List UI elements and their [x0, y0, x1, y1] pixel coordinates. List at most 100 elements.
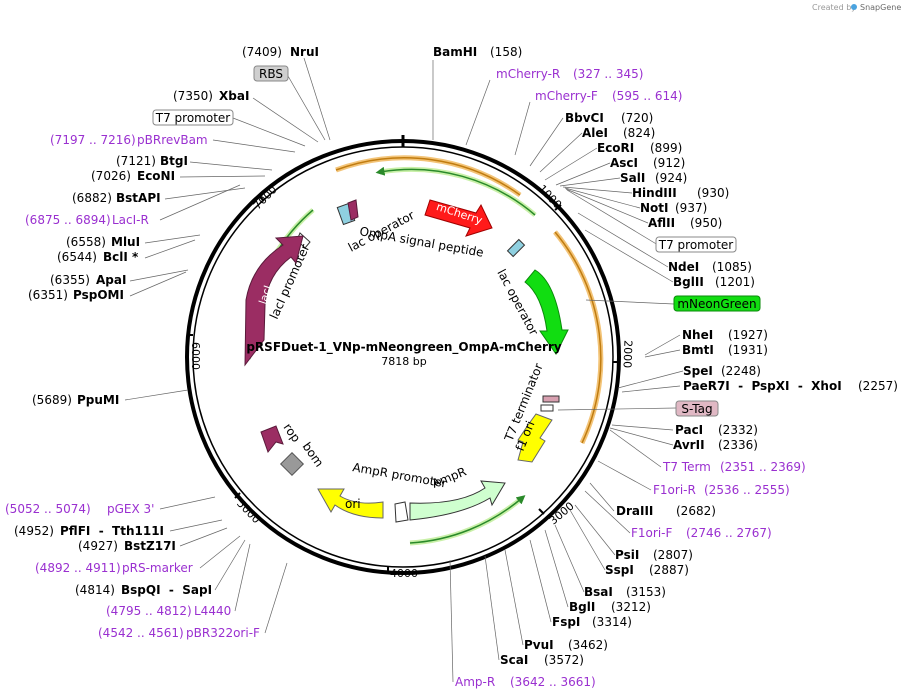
lbl-laci-r-pos: (6875 .. 6894) [25, 213, 111, 227]
rbs-box [253, 65, 289, 82]
lbl-paer7i: PaeR7I - PspXI - XhoI [683, 379, 842, 393]
lbl-pvui: PvuI [524, 638, 554, 652]
lbl-bstapi: BstAPI [116, 191, 161, 205]
lbl-t7-term-pos: (2351 .. 2369) [720, 460, 806, 474]
lbl-mcherry-f: mCherry-F [535, 89, 598, 103]
lbl-hindiii-pos: (930) [697, 186, 729, 200]
left-labels: (7409) NruI RBS (7350) XbaI T7 promoter … [5, 45, 319, 640]
lbl-nhei-pos: (1927) [728, 328, 768, 342]
lbl-spei-pos: (2248) [721, 364, 761, 378]
lbl-bgli: BglI [569, 600, 595, 614]
lbl-prs-marker-pos: (4892 .. 4911) [35, 561, 121, 575]
lbl-nrui-pos: (7409) [242, 45, 282, 59]
lbl-sali-pos: (924) [655, 171, 687, 185]
lbl-pflfi: PflFI - Tth111I [60, 524, 164, 538]
lbl-xbai-pos: (7350) [173, 89, 213, 103]
lbl-pbr322ori: pBR322ori-F [186, 626, 260, 640]
lbl-fspi: FspI [552, 615, 580, 629]
lbl-asci: AscI [610, 156, 638, 170]
lbl-l4440-pos: (4795 .. 4812) [106, 604, 192, 618]
lbl-apai: ApaI [96, 273, 126, 287]
lbl-alei-pos: (824) [623, 126, 655, 140]
lbl-econi: EcoNI [137, 169, 175, 183]
snapgene-logo-icon [851, 4, 857, 10]
lbl-ecori-pos: (899) [650, 141, 682, 155]
plasmid-name: pRSFDuet-1_VNp-mNeongreen_OmpA-mCherry [246, 340, 561, 355]
lbl-paer7i-pos: (2257) [858, 379, 898, 393]
lbl-psii: PsiI [615, 548, 639, 562]
credit-brand: SnapGene [860, 3, 901, 12]
lbl-l4440: L4440 [194, 604, 231, 618]
ampr-promoter-shape [394, 501, 409, 523]
mcherry-arrow [424, 199, 493, 237]
f1-ori-arrow [517, 413, 553, 463]
tick-2000: 2000 [620, 340, 634, 368]
lbl-asci-pos: (912) [653, 156, 685, 170]
lbl-mneongreen: mNeonGreen [677, 297, 756, 311]
lbl-ndei-pos: (1085) [712, 260, 752, 274]
tick-6000: 6000 [189, 342, 202, 370]
lbl-amp-r: Amp-R [455, 675, 495, 689]
lbl-avrii-pos: (2336) [718, 438, 758, 452]
laci-arrow [244, 235, 304, 367]
lbl-bcli: BclI * [103, 250, 139, 264]
lbl-draiii-pos: (2682) [676, 504, 716, 518]
lbl-nrui: NruI [290, 45, 319, 59]
lbl-mcherry-f-pos: (595 .. 614) [612, 89, 682, 103]
lbl-aflii: AflII [648, 216, 675, 230]
lbl-pgex-pos: (5052 .. 5074) [5, 502, 91, 516]
lbl-pbrrevbam-pos: (7197 .. 7216) [50, 133, 136, 147]
lbl-t7-term: T7 Term [662, 460, 711, 474]
lbl-amp-r-pos: (3642 .. 3661) [510, 675, 596, 689]
lbl-sspi-pos: (2887) [649, 563, 689, 577]
bom-label: bom [300, 440, 327, 470]
lbl-psppomi: PspOMI [73, 288, 124, 302]
lbl-bstz17i-pos: (4927) [78, 539, 118, 553]
mneongreen-box [673, 295, 761, 312]
lbl-sali: SalI [620, 171, 645, 185]
lbl-ppumi-pos: (5689) [32, 393, 72, 407]
lbl-paci-pos: (2332) [718, 423, 758, 437]
lbl-mcherry-r-pos: (327 .. 345) [573, 67, 643, 81]
ampr-label: AmpR [430, 464, 468, 490]
lbl-nhei: NheI [682, 328, 713, 342]
lbl-bspqi-pos: (4814) [75, 583, 115, 597]
lac-operator-box-right [506, 238, 526, 258]
mneongreen-arrow [524, 269, 569, 355]
lbl-scai: ScaI [500, 653, 528, 667]
lbl-paci: PacI [675, 423, 703, 437]
lbl-fspi-pos: (3314) [592, 615, 632, 629]
lbl-pflfi-pos: (4952) [14, 524, 54, 538]
t7-promoter-box-right [655, 236, 737, 253]
bom-shape [279, 451, 305, 477]
s-tag-box [675, 400, 719, 417]
lbl-pgex: pGEX 3' [107, 502, 154, 516]
lbl-bsai-pos: (3153) [626, 585, 666, 599]
tick-5000: 5000 [234, 497, 263, 526]
ompa-signal-peptide-shape [347, 199, 359, 221]
lbl-psppomi-pos: (6351) [28, 288, 68, 302]
lbl-bcli-pos: (6544) [57, 250, 97, 264]
lbl-econi-pos: (7026) [91, 169, 131, 183]
lbl-xbai: XbaI [219, 89, 249, 103]
lbl-apai-pos: (6355) [50, 273, 90, 287]
ampr-arrow [409, 480, 506, 521]
lbl-draiii: DraIII [616, 504, 653, 518]
lbl-sspi: SspI [605, 563, 634, 577]
lbl-bamhi-pos: (158) [490, 45, 522, 59]
lbl-pbr322ori-pos: (4542 .. 4561) [98, 626, 184, 640]
lbl-avrii: AvrII [673, 438, 705, 452]
credit-prefix: Created by [812, 3, 856, 12]
lbl-s-tag: S-Tag [681, 402, 712, 416]
lbl-bbvci-pos: (720) [621, 111, 653, 125]
ori-arrow [317, 488, 384, 519]
lbl-alei: AleI [582, 126, 608, 140]
lbl-bamhi: BamHI [433, 45, 477, 59]
lbl-bbvci: BbvCI [565, 111, 604, 125]
lbl-noti-pos: (937) [675, 201, 707, 215]
t7-promoter-box-left [152, 109, 234, 126]
lbl-bstapi-pos: (6882) [72, 191, 112, 205]
lbl-pvui-pos: (3462) [568, 638, 608, 652]
lbl-f1ori-f: F1ori-F [631, 526, 672, 540]
